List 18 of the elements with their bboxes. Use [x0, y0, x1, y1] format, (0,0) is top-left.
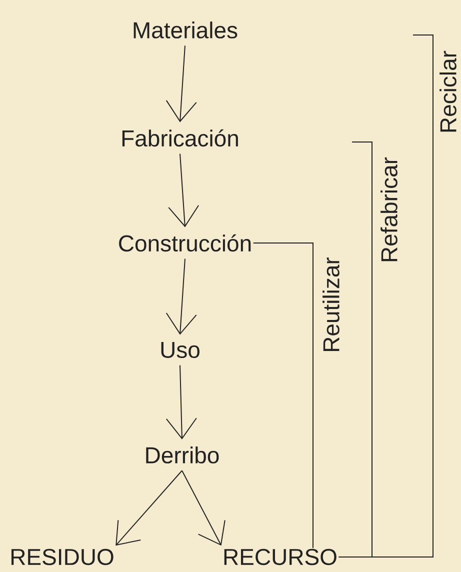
- step-label: RECURSO: [224, 548, 336, 566]
- connector-line: [338, 34, 434, 558]
- edge-label: Reutilizar: [322, 256, 340, 354]
- connector-line: [252, 242, 314, 548]
- arrow: [166, 45, 197, 122]
- arrow: [166, 258, 197, 335]
- step-label: Derribo: [146, 446, 219, 464]
- step-label: Fabricación: [122, 129, 238, 147]
- step-label: Materiales: [134, 22, 238, 38]
- arrow: [182, 470, 226, 546]
- arrow: [168, 153, 200, 228]
- step-label: Uso: [161, 342, 200, 358]
- step-label: Construcción: [119, 234, 251, 252]
- arrow: [166, 364, 197, 440]
- edge-label: Reciclar: [438, 49, 458, 135]
- arrow: [116, 470, 182, 546]
- edge-label: Refabricar: [380, 156, 398, 264]
- step-label: RESIDUO: [11, 548, 114, 566]
